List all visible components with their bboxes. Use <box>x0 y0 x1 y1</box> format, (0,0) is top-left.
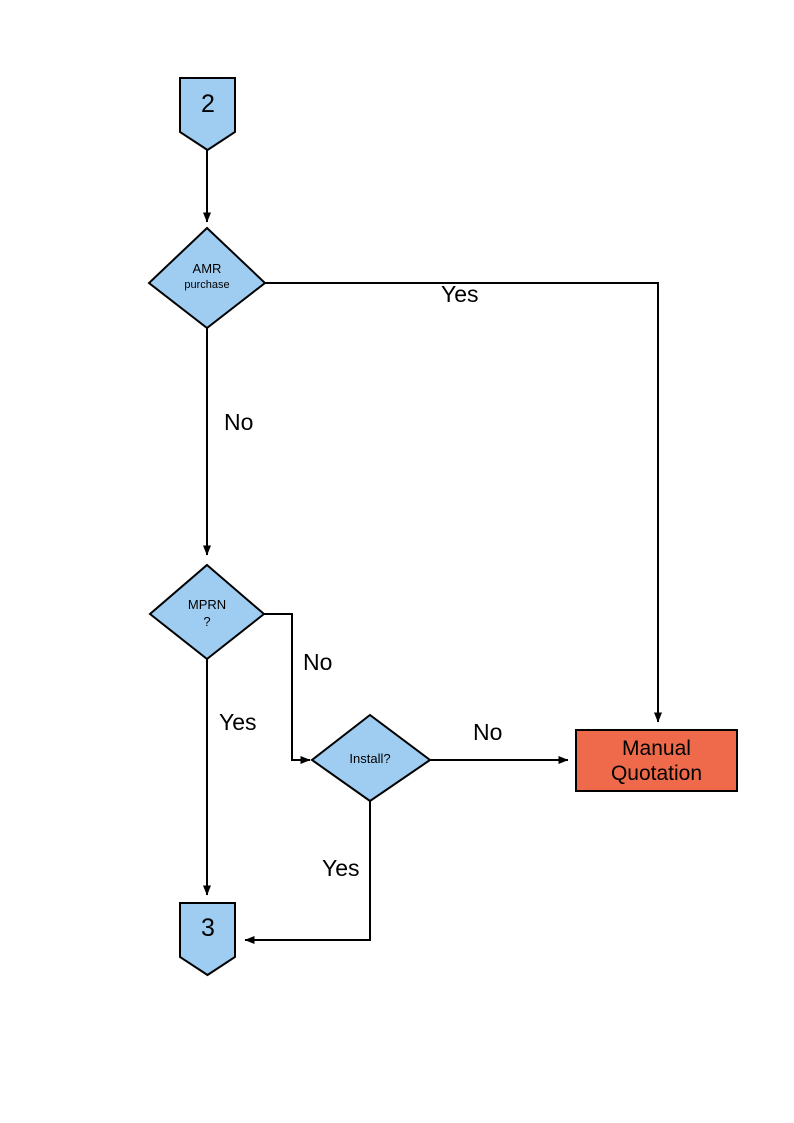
node-decision-amr[interactable] <box>147 226 267 330</box>
node-decision-install[interactable] <box>310 713 432 803</box>
node-process-manual-quotation[interactable] <box>575 729 738 792</box>
edge-label-install-yes: Yes <box>322 855 360 881</box>
edge-label-mprn-yes: Yes <box>219 709 257 735</box>
edge-install-yes-to-connector3 <box>244 801 371 944</box>
node-connector-in[interactable] <box>179 77 236 152</box>
edge-label-mprn-no: No <box>303 649 333 675</box>
edge-mprn-no-to-install <box>264 613 311 764</box>
edge-label-install-no: No <box>473 719 503 745</box>
node-connector-out[interactable] <box>179 902 236 977</box>
edge-amr-yes-to-manual-quotation <box>265 282 662 723</box>
edge-label-amr-yes: Yes <box>441 281 479 307</box>
edge-label-amr-no: No <box>224 409 254 435</box>
node-decision-mprn[interactable] <box>148 563 266 661</box>
